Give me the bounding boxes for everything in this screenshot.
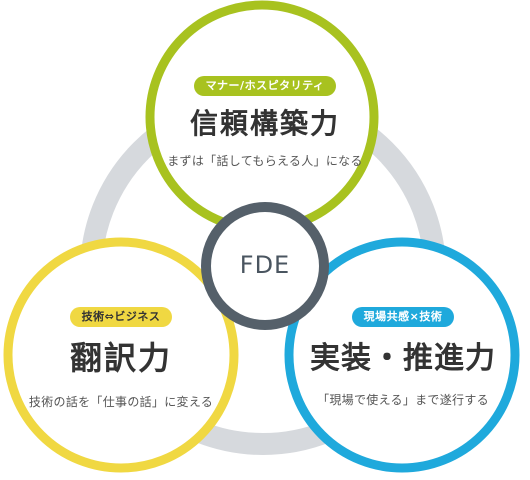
left-circle-content: 技術⇔ビジネス 翻訳力 技術の話を「仕事の話」に変える [10,305,232,410]
center-circle [201,202,329,330]
right-description: 「現場で使える」まで遂行する [317,393,489,407]
top-tag: マナー/ホスピタリティ [193,76,337,96]
right-circle [284,237,520,473]
left-description: 技術の話を「仕事の話」に変える [28,395,214,409]
left-tag: 技術⇔ビジネス [69,307,173,327]
top-description: まずは「話してもらえる人」になる [167,154,363,168]
top-circle-content: マナー/ホスピタリティ 信頼構築力 まずは「話してもらえる人」になる [145,74,385,169]
right-title: 実装・推進力 [310,341,496,376]
center-label: FDE [239,251,291,279]
left-title: 翻訳力 [69,339,172,377]
top-title: 信頼構築力 [189,107,340,140]
right-tag: 現場共感×技術 [351,307,455,327]
right-circle-content: 現場共感×技術 実装・推進力 「現場で使える」まで遂行する [292,305,514,408]
left-circle [3,237,239,473]
